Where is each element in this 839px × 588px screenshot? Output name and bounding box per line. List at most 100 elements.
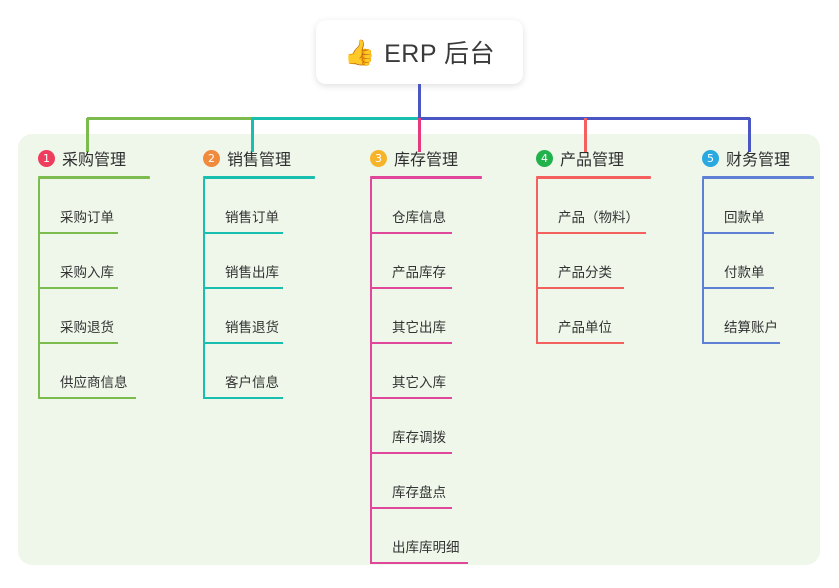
root-node-title: ERP 后台 (384, 40, 496, 68)
node-item-label: 销售订单 (225, 210, 279, 225)
node-item[interactable]: 结算账户 (702, 289, 839, 344)
node-item-rule (536, 342, 624, 344)
column-header-3[interactable]: 3 库存管理 (370, 146, 520, 170)
node-item-rule (370, 507, 452, 509)
column-2: 2 销售管理销售订单销售出库销售退货客户信息 (203, 146, 353, 399)
node-item[interactable]: 产品分类 (536, 234, 696, 289)
column-title-1: 采购管理 (62, 152, 127, 169)
node-item-rule (203, 287, 283, 289)
node-item-label: 结算账户 (724, 320, 778, 335)
node-item-rule (702, 342, 780, 344)
column-5: 5 财务管理回款单付款单结算账户 (702, 146, 839, 344)
column-children-2: 销售订单销售出库销售退货客户信息 (203, 179, 353, 399)
node-item[interactable]: 供应商信息 (38, 344, 188, 399)
node-item-label: 其它出库 (392, 320, 446, 335)
node-item-rule (370, 232, 452, 234)
node-item[interactable]: 产品库存 (370, 234, 520, 289)
node-item[interactable]: 出库库明细 (370, 509, 520, 564)
node-item-rule (370, 452, 452, 454)
column-spine-4 (536, 179, 538, 344)
node-item-label: 付款单 (724, 265, 765, 280)
node-item-label: 产品（物料） (558, 210, 639, 225)
node-item-label: 出库库明细 (392, 540, 460, 555)
column-3: 3 库存管理仓库信息产品库存其它出库其它入库库存调拨库存盘点出库库明细 (370, 146, 520, 564)
column-header-5[interactable]: 5 财务管理 (702, 146, 839, 170)
column-badge-3: 3 (370, 149, 387, 167)
column-1: 1 采购管理采购订单采购入库采购退货供应商信息 (38, 146, 188, 399)
node-item-label: 产品库存 (392, 265, 446, 280)
node-item[interactable]: 销售出库 (203, 234, 353, 289)
column-4: 4 产品管理产品（物料） 产品分类产品单位 (536, 146, 696, 344)
node-item[interactable]: 产品单位 (536, 289, 696, 344)
node-item-label: 库存调拨 (392, 430, 446, 445)
column-badge-4: 4 (536, 149, 553, 167)
node-item[interactable]: 采购退货 (38, 289, 188, 344)
column-children-3: 仓库信息产品库存其它出库其它入库库存调拨库存盘点出库库明细 (370, 179, 520, 564)
node-item-rule (370, 397, 452, 399)
column-spine-3 (370, 179, 372, 564)
node-item-label: 采购订单 (60, 210, 114, 225)
column-children-1: 采购订单采购入库采购退货供应商信息 (38, 179, 188, 399)
node-item-label: 产品单位 (558, 320, 612, 335)
node-item-label: 销售出库 (225, 265, 279, 280)
node-item[interactable]: 销售退货 (203, 289, 353, 344)
column-title-4: 产品管理 (560, 152, 625, 169)
node-item-label: 供应商信息 (60, 375, 128, 390)
node-item-label: 销售退货 (225, 320, 279, 335)
column-title-5: 财务管理 (726, 152, 791, 169)
column-badge-5: 5 (702, 149, 719, 167)
column-badge-1: 1 (38, 149, 55, 167)
column-spine-2 (203, 179, 205, 399)
node-item[interactable]: 库存盘点 (370, 454, 520, 509)
column-children-4: 产品（物料） 产品分类产品单位 (536, 179, 696, 344)
node-item-rule (370, 562, 468, 564)
root-node-erp-backend[interactable]: 👍 ERP 后台 (316, 20, 523, 84)
node-item-label: 其它入库 (392, 375, 446, 390)
diagram-panel (18, 134, 820, 565)
node-item[interactable]: 库存调拨 (370, 399, 520, 454)
node-item[interactable]: 付款单 (702, 234, 839, 289)
node-item-label: 客户信息 (225, 375, 279, 390)
node-item-rule (38, 232, 118, 234)
column-rule-3 (370, 176, 482, 179)
node-item-rule (536, 287, 624, 289)
column-header-4[interactable]: 4 产品管理 (536, 146, 696, 170)
node-item[interactable]: 回款单 (702, 179, 839, 234)
column-title-3: 库存管理 (394, 152, 459, 169)
node-item[interactable]: 采购入库 (38, 234, 188, 289)
column-children-5: 回款单付款单结算账户 (702, 179, 839, 344)
node-item-rule (203, 397, 283, 399)
column-spine-1 (38, 179, 40, 399)
node-item[interactable]: 仓库信息 (370, 179, 520, 234)
node-item[interactable]: 采购订单 (38, 179, 188, 234)
column-rule-5 (702, 176, 814, 179)
column-header-2[interactable]: 2 销售管理 (203, 146, 353, 170)
thumbs-up-icon: 👍 (343, 38, 376, 67)
node-item-rule (38, 287, 118, 289)
node-item[interactable]: 客户信息 (203, 344, 353, 399)
node-item[interactable]: 其它入库 (370, 344, 520, 399)
node-item-rule (702, 287, 774, 289)
node-item[interactable]: 销售订单 (203, 179, 353, 234)
node-item-rule (203, 342, 283, 344)
node-item-rule (203, 232, 283, 234)
node-item-rule (370, 287, 452, 289)
column-badge-2: 2 (203, 149, 220, 167)
column-rule-4 (536, 176, 651, 179)
node-item-label: 产品分类 (558, 265, 612, 280)
node-item-rule (536, 232, 646, 234)
node-item-label: 仓库信息 (392, 210, 446, 225)
column-title-2: 销售管理 (227, 152, 292, 169)
column-rule-2 (203, 176, 315, 179)
node-item-rule (370, 342, 452, 344)
node-item-label: 库存盘点 (392, 485, 446, 500)
column-rule-1 (38, 176, 150, 179)
node-item[interactable]: 其它出库 (370, 289, 520, 344)
node-item-rule (38, 397, 136, 399)
node-item-label: 回款单 (724, 210, 765, 225)
node-item-rule (38, 342, 118, 344)
node-item[interactable]: 产品（物料） (536, 179, 696, 234)
column-header-1[interactable]: 1 采购管理 (38, 146, 188, 170)
node-item-label: 采购退货 (60, 320, 114, 335)
